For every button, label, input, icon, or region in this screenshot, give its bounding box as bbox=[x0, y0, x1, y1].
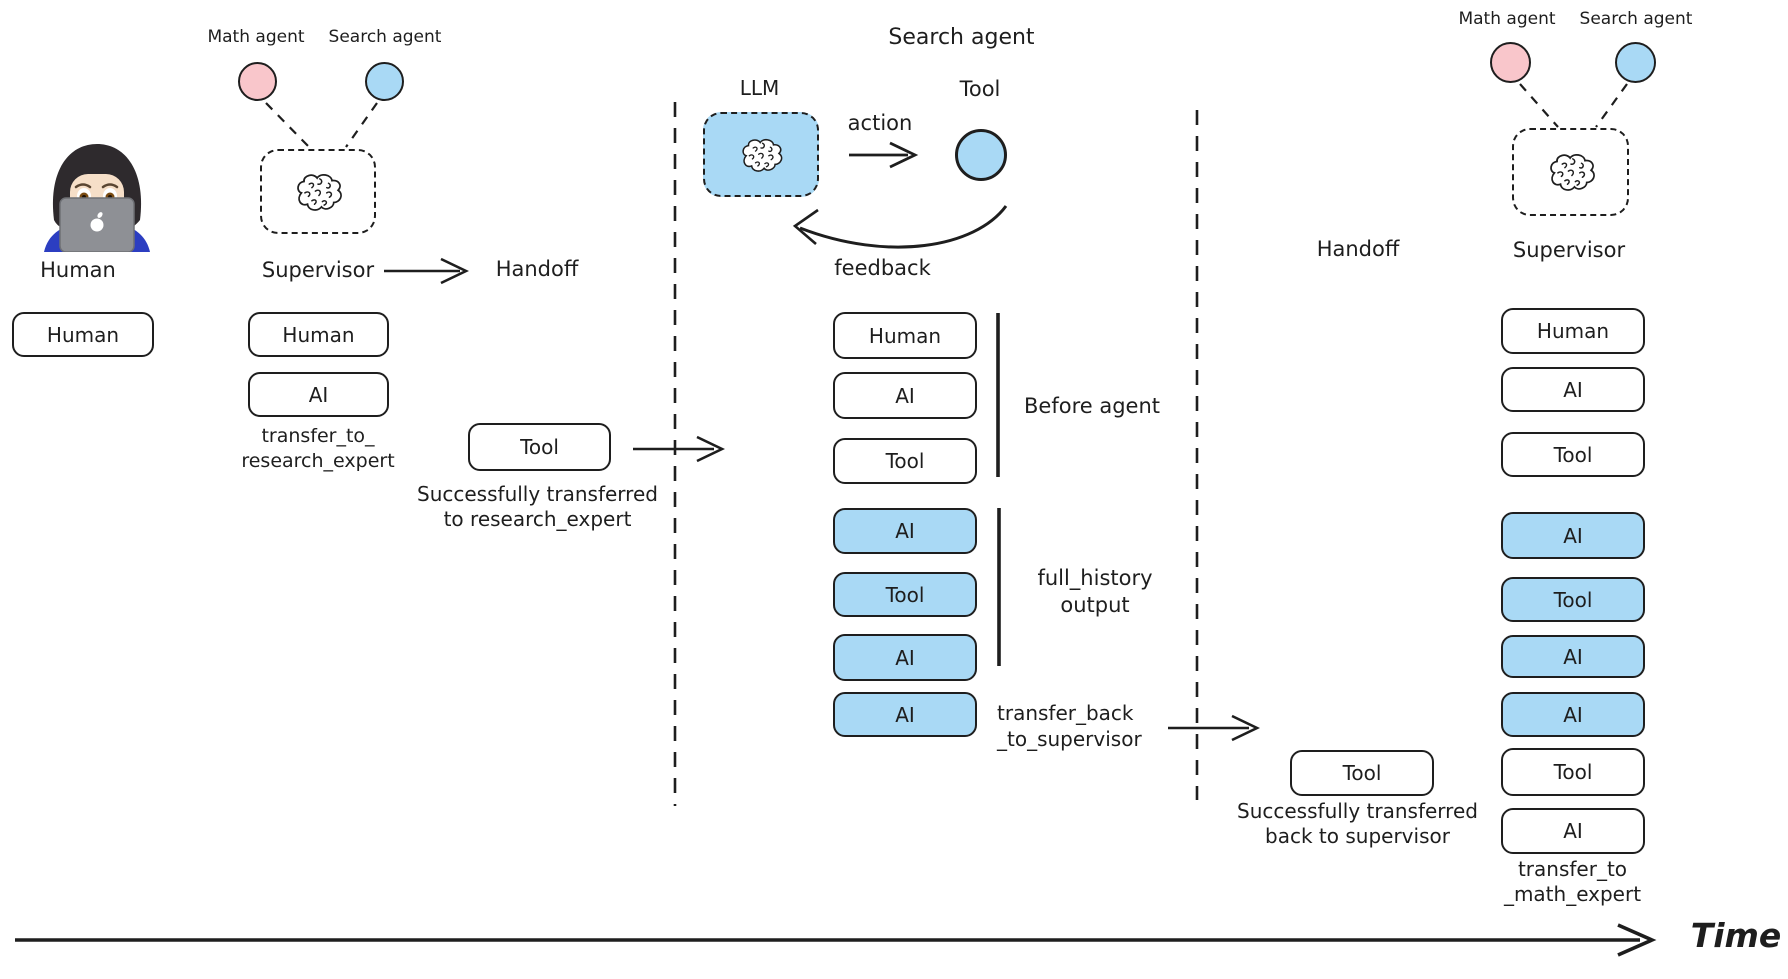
search-agent-node-right bbox=[1615, 42, 1656, 83]
caption-line: full_history bbox=[1037, 566, 1153, 590]
transferred-to-research-caption: Successfully transferred to research_exp… bbox=[395, 482, 680, 532]
math-agent-connector-right bbox=[1519, 83, 1559, 128]
search-agent-node bbox=[365, 62, 404, 101]
message-box: Human bbox=[248, 312, 389, 357]
transfer-to-research-caption: transfer_to_ research_expert bbox=[213, 424, 423, 474]
tool-node bbox=[955, 129, 1007, 181]
supervisor-title-right: Supervisor bbox=[1512, 238, 1626, 262]
message-box: AI bbox=[1501, 692, 1645, 737]
math-agent-node-right bbox=[1490, 42, 1531, 83]
supervisor-title: Supervisor bbox=[261, 258, 375, 282]
message-box-tool: Tool bbox=[468, 423, 611, 471]
supervisor-box bbox=[260, 149, 376, 234]
message-box: AI bbox=[1501, 635, 1645, 678]
handoff-label-right: Handoff bbox=[1316, 237, 1400, 261]
llm-box bbox=[703, 112, 819, 197]
caption-line: to research_expert bbox=[443, 507, 632, 531]
message-box: AI bbox=[833, 372, 977, 419]
full-history-caption: full_history output bbox=[1015, 565, 1175, 619]
handoff-label: Handoff bbox=[495, 257, 579, 281]
caption-line: output bbox=[1060, 593, 1130, 617]
brain-icon bbox=[736, 136, 786, 174]
transfer-to-math-caption: transfer_to _math_expert bbox=[1490, 857, 1655, 907]
llm-label: LLM bbox=[739, 76, 780, 100]
search-agent-label-right: Search agent bbox=[1579, 9, 1693, 29]
message-box: AI bbox=[833, 692, 977, 737]
woman-technologist-emoji bbox=[44, 144, 150, 252]
supervisor-handoff-arrowhead bbox=[440, 257, 470, 285]
message-box: Tool bbox=[833, 572, 977, 617]
caption-line: _to_supervisor bbox=[997, 727, 1142, 751]
time-axis-label: Time bbox=[1690, 916, 1782, 955]
math-agent-label: Math agent bbox=[207, 27, 305, 47]
feedback-arrowhead bbox=[792, 208, 819, 245]
action-arrowhead bbox=[889, 141, 919, 169]
message-box: Human bbox=[1501, 308, 1645, 354]
math-agent-connector bbox=[265, 102, 310, 148]
caption-line: Successfully transferred bbox=[1237, 799, 1478, 823]
message-box: Tool bbox=[1501, 432, 1645, 477]
caption-line: back to supervisor bbox=[1265, 824, 1450, 848]
search-agent-connector bbox=[345, 102, 378, 148]
message-box: AI bbox=[1501, 808, 1645, 854]
transferred-back-caption: Successfully transferred back to supervi… bbox=[1215, 799, 1500, 849]
caption-line: transfer_back bbox=[997, 701, 1134, 725]
math-agent-label-right: Math agent bbox=[1458, 9, 1556, 29]
caption-line: Successfully transferred bbox=[417, 482, 658, 506]
message-box: Tool bbox=[1501, 748, 1645, 796]
human-label: Human bbox=[40, 258, 116, 282]
message-box: AI bbox=[1501, 512, 1645, 559]
transfer-back-arrowhead bbox=[1231, 714, 1261, 742]
message-box: AI bbox=[1501, 367, 1645, 412]
feedback-label: feedback bbox=[834, 256, 931, 280]
brain-icon bbox=[1543, 151, 1599, 193]
brain-icon bbox=[290, 171, 346, 213]
before-agent-label: Before agent bbox=[1024, 394, 1160, 418]
caption-line: transfer_to_ bbox=[261, 425, 375, 447]
action-label: action bbox=[847, 111, 913, 135]
message-box: Tool bbox=[1501, 577, 1645, 622]
caption-line: _math_expert bbox=[1503, 882, 1642, 906]
message-box: AI bbox=[248, 372, 389, 417]
transfer-back-caption: transfer_back _to_supervisor bbox=[997, 700, 1172, 752]
message-box-tool: Tool bbox=[1290, 750, 1434, 796]
supervisor-box-right bbox=[1512, 128, 1629, 216]
caption-line: transfer_to bbox=[1517, 857, 1628, 881]
message-box: Human bbox=[833, 312, 977, 359]
message-box-human: Human bbox=[12, 312, 154, 357]
search-agent-title: Search agent bbox=[888, 25, 1035, 50]
search-agent-connector-right bbox=[1595, 83, 1628, 128]
search-agent-label: Search agent bbox=[328, 27, 442, 47]
caption-line: research_expert bbox=[241, 450, 395, 472]
message-box: Tool bbox=[833, 438, 977, 484]
math-agent-node bbox=[238, 62, 277, 101]
handoff-to-agent-arrowhead bbox=[696, 435, 726, 463]
message-box: AI bbox=[833, 508, 977, 554]
laptop-logo bbox=[90, 218, 104, 232]
time-axis-arrowhead bbox=[1617, 923, 1657, 957]
tool-label: Tool bbox=[959, 77, 1001, 101]
avatar-brows bbox=[74, 183, 119, 189]
feedback-arrow bbox=[799, 205, 1008, 249]
message-box: AI bbox=[833, 634, 977, 681]
